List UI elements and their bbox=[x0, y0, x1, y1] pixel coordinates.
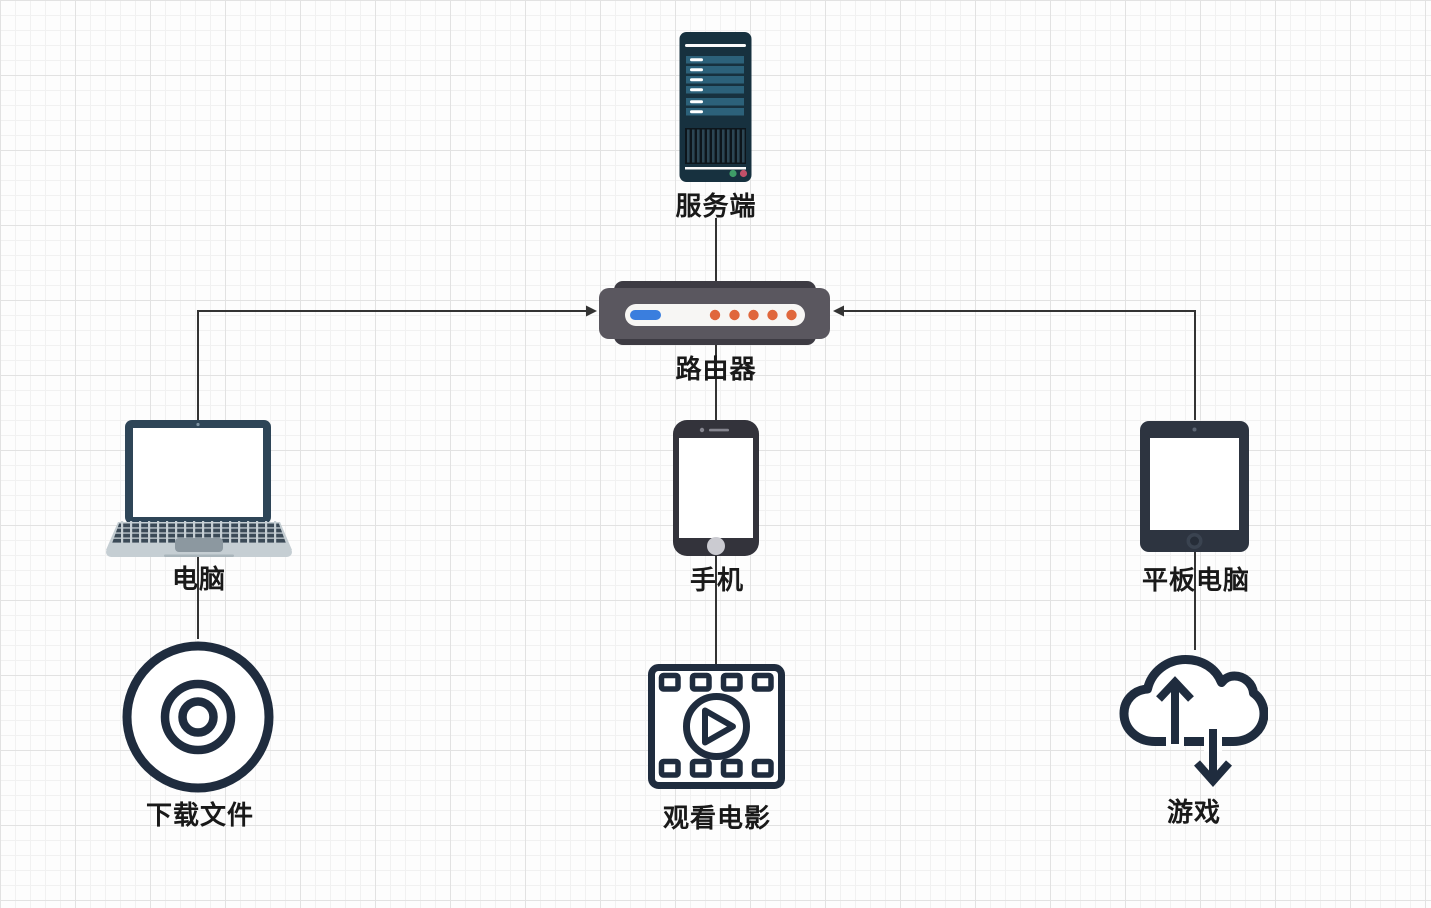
server-icon bbox=[679, 32, 752, 182]
laptop-camera-dot bbox=[196, 422, 200, 427]
node-download bbox=[118, 637, 278, 797]
router-blue-led bbox=[630, 310, 661, 320]
edge-tablet-router bbox=[844, 310, 1196, 420]
film-play-icon bbox=[648, 664, 785, 789]
router-orange-leds bbox=[709, 309, 797, 321]
laptop-label: 电脑 bbox=[171, 564, 227, 594]
router-label: 路由器 bbox=[675, 354, 757, 384]
laptop-icon bbox=[106, 420, 292, 557]
router-icon bbox=[599, 281, 830, 345]
server-red-led bbox=[739, 169, 748, 178]
phone-speaker bbox=[709, 428, 729, 432]
edge-laptop-router bbox=[197, 310, 586, 420]
cd-disc-icon bbox=[122, 641, 274, 793]
phone-home-button bbox=[707, 537, 725, 555]
node-tablet bbox=[1140, 421, 1249, 552]
tablet-camera-dot bbox=[1192, 427, 1197, 432]
play-circle bbox=[683, 693, 750, 760]
server-label: 服务端 bbox=[675, 191, 757, 221]
play-triangle bbox=[702, 707, 736, 746]
game-label: 游戏 bbox=[1166, 797, 1222, 827]
node-game bbox=[1118, 648, 1269, 798]
cloud-outline bbox=[1119, 655, 1269, 746]
download-arrow-head bbox=[1194, 760, 1232, 788]
node-laptop bbox=[106, 420, 292, 558]
node-router bbox=[599, 281, 831, 346]
node-server bbox=[679, 32, 752, 182]
phone-camera-dot bbox=[699, 427, 705, 433]
node-movie bbox=[648, 664, 785, 789]
node-phone bbox=[673, 420, 759, 556]
server-green-led bbox=[729, 169, 737, 178]
smartphone-icon bbox=[673, 420, 759, 556]
arrowhead-into-router-left bbox=[586, 305, 597, 317]
download-label: 下载文件 bbox=[145, 800, 255, 830]
tablet-icon bbox=[1140, 421, 1249, 552]
tablet-label: 平板电脑 bbox=[1141, 565, 1251, 595]
movie-label: 观看电影 bbox=[662, 803, 772, 833]
upload-arrow-head bbox=[1156, 676, 1194, 702]
phone-label: 手机 bbox=[689, 565, 745, 595]
laptop-trackpad bbox=[175, 538, 223, 552]
cloud-transfer-icon bbox=[1119, 655, 1269, 788]
arrowhead-into-router-right bbox=[833, 305, 844, 317]
